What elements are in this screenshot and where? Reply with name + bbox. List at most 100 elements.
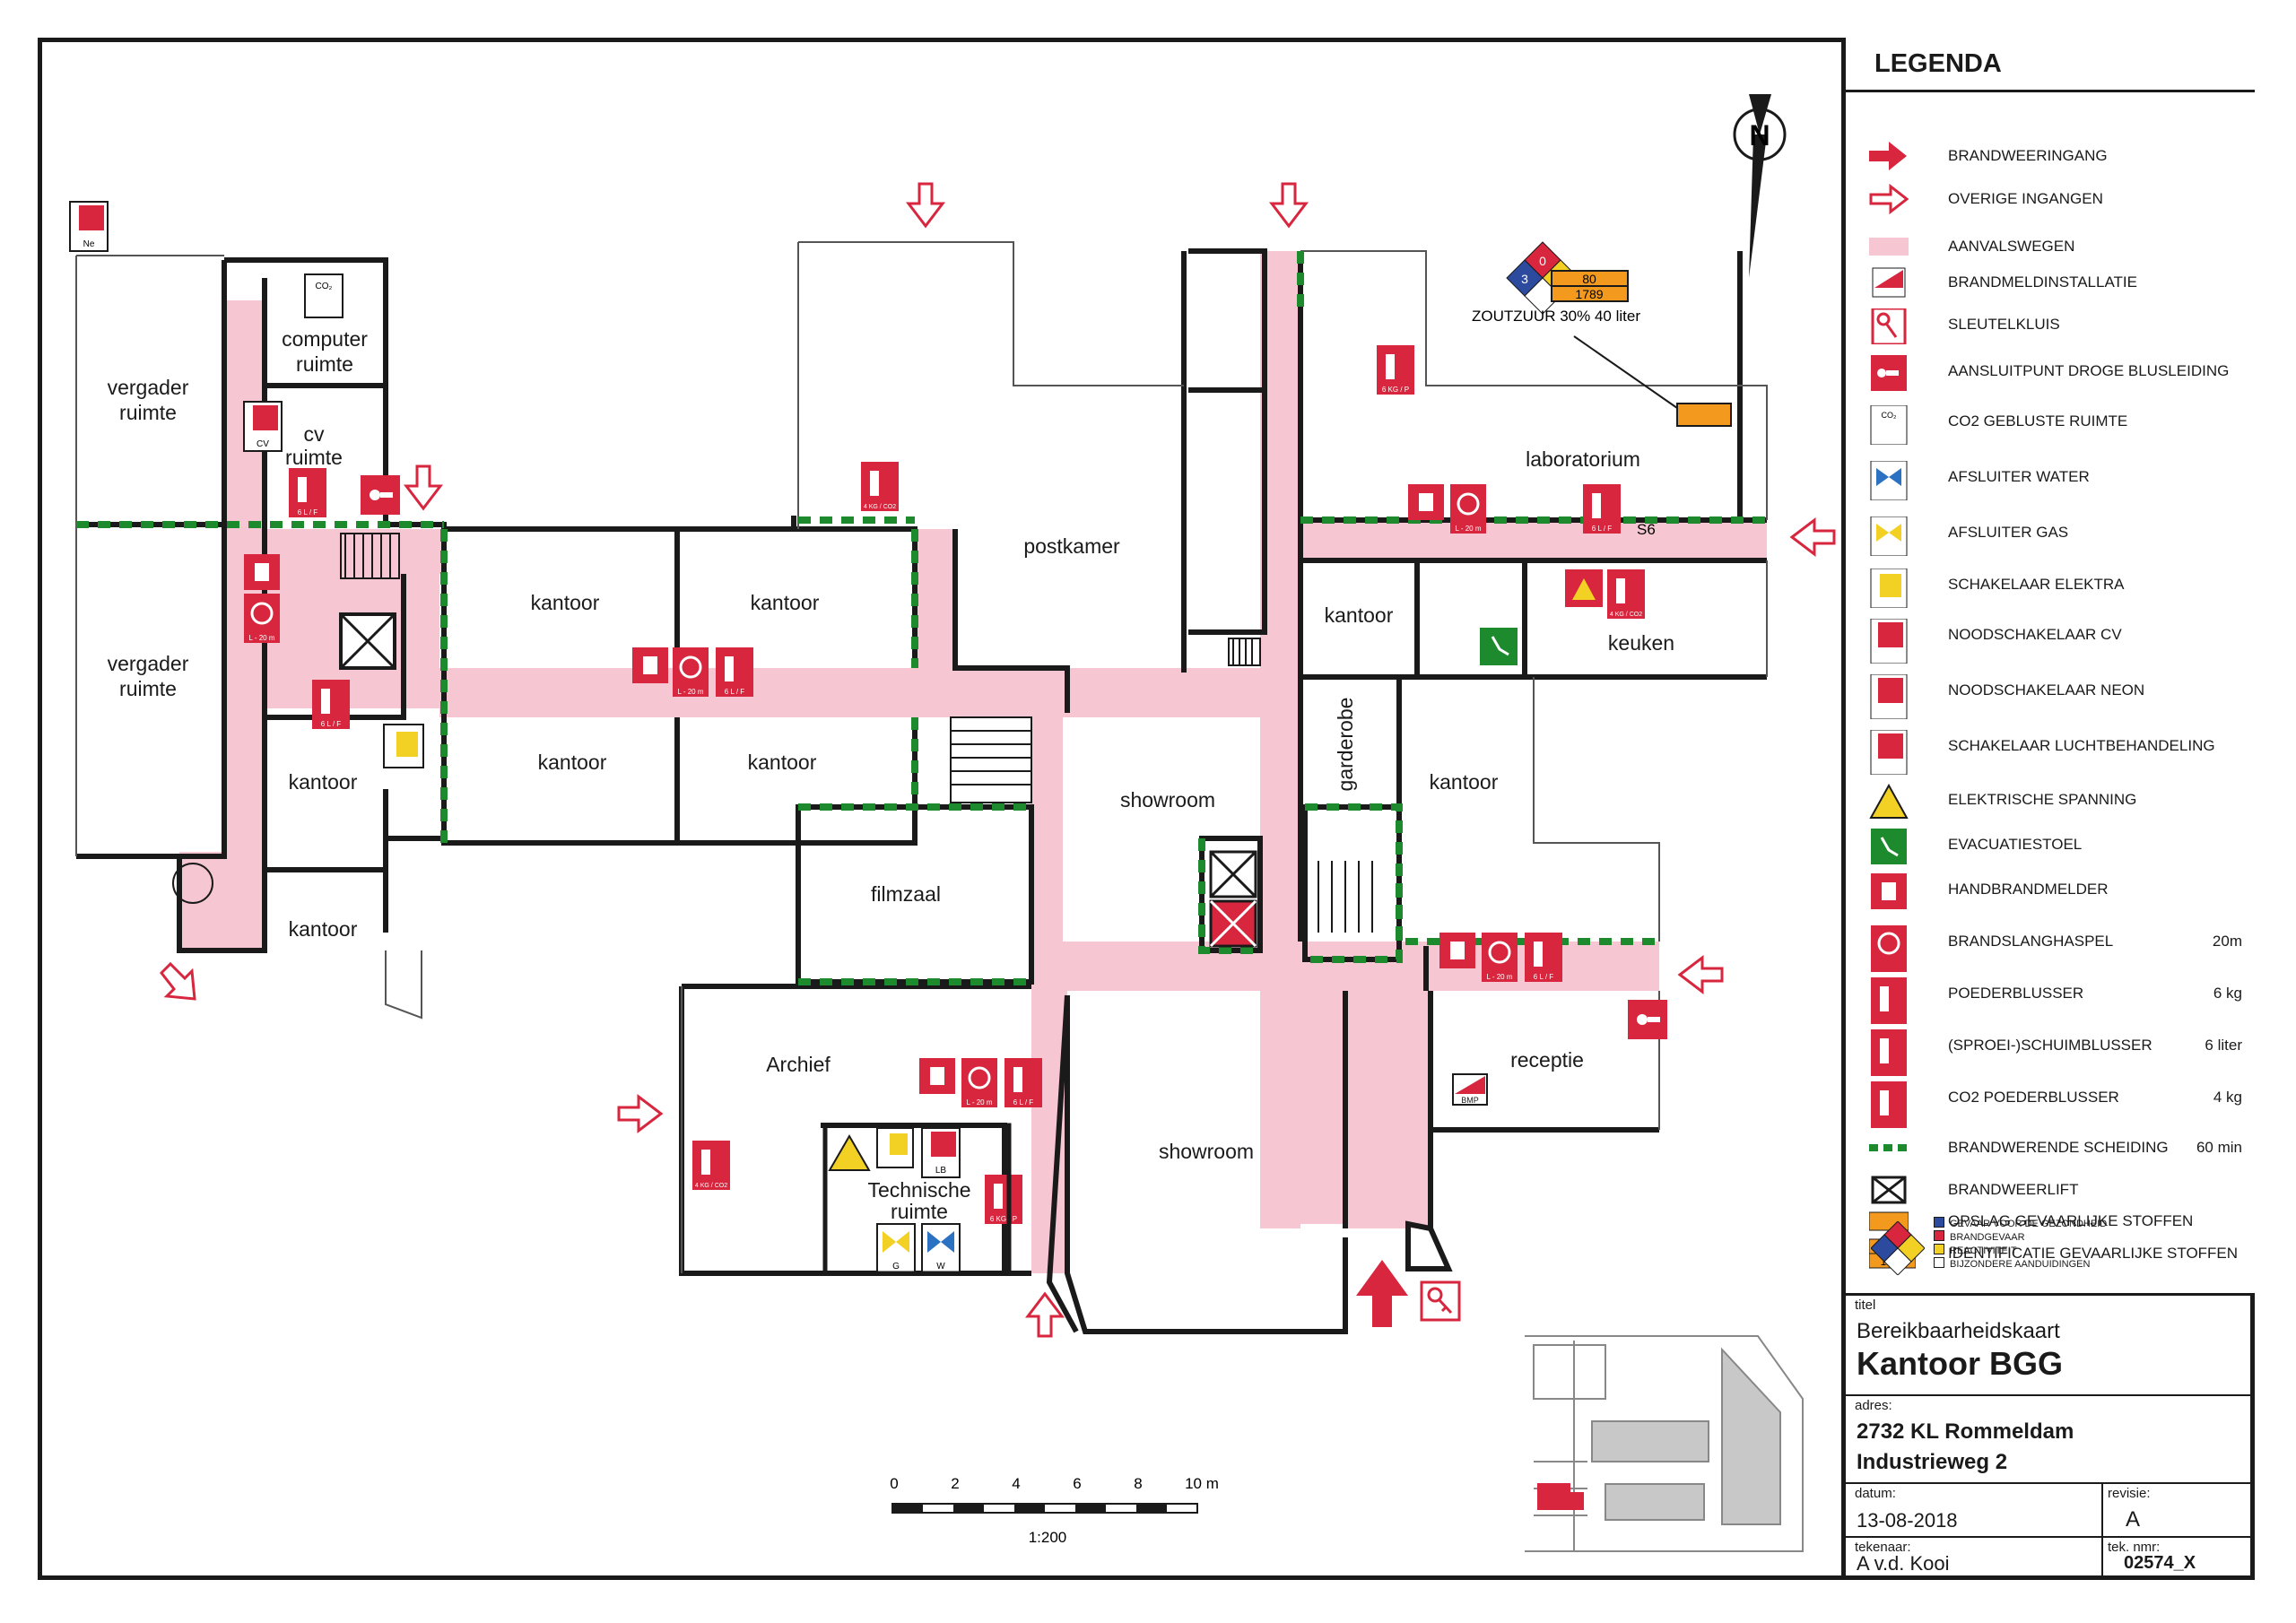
room-kantoor-4: kantoor <box>538 751 607 774</box>
foam-extinguisher-icon: 6 L / F <box>312 680 350 729</box>
svg-text:LB: LB <box>935 1166 947 1176</box>
legend-item: BRANDWEERLIFT <box>1846 1172 2255 1208</box>
neon-emergency-switch-icon <box>1869 673 1909 720</box>
svg-text:6 L / F: 6 L / F <box>725 688 744 696</box>
legend-item-label: BRANDSLANGHASPEL <box>1948 933 2114 950</box>
entrance-right-receptie <box>1677 954 1724 995</box>
svg-text:CO₂: CO₂ <box>316 282 333 291</box>
room-showroom-2: showroom <box>1159 1140 1254 1163</box>
revision-label: revisie: <box>2108 1486 2151 1501</box>
svg-text:0: 0 <box>890 1475 898 1492</box>
manual-call-point-icon <box>632 647 668 683</box>
svg-text:Ne: Ne <box>83 239 95 249</box>
legend-title: LEGENDA <box>1846 38 2255 92</box>
room-kantoor-8: kantoor <box>1430 770 1499 794</box>
date-label: datum: <box>1855 1486 1896 1501</box>
key-safe-icon <box>1420 1280 1461 1322</box>
room-keuken: keuken <box>1608 631 1674 655</box>
legend-item-label: AANVALSWEGEN <box>1948 238 2075 255</box>
legend-item: AANVALSWEGEN <box>1846 229 2255 265</box>
room-filmzaal: filmzaal <box>871 882 941 906</box>
room-kantoor-3: kantoor <box>289 770 358 794</box>
room-vergader-1-line2: ruimte <box>119 401 177 424</box>
nfpa-color-swatch <box>1934 1217 1944 1228</box>
drawing-number-value: 02574_X <box>2124 1553 2196 1573</box>
drafter-label: tekenaar: <box>1855 1540 1911 1555</box>
foam-extinguisher-icon: 6 L / F <box>1525 933 1562 982</box>
foam-extinguisher-icon: 6 L / F <box>716 647 753 697</box>
svg-text:L - 20 m: L - 20 m <box>1455 525 1481 533</box>
entrance-bottom <box>1024 1291 1065 1338</box>
legend-item-label: SCHAKELAAR LUCHTBEHANDELING <box>1948 737 2215 754</box>
svg-text:0: 0 <box>1539 254 1546 268</box>
legend-item-label: BRANDWEERINGANG <box>1948 147 2108 164</box>
legend-item: AANSLUITPUNT DROGE BLUSLEIDING <box>1846 353 2255 391</box>
legend-item-label: AFSLUITER WATER <box>1948 468 2090 485</box>
gas-valve-icon <box>1869 516 1909 557</box>
fire-lift-icon <box>1209 850 1257 948</box>
legend-item: BRANDMELDINSTALLATIE <box>1846 265 2255 300</box>
drawing-number-label: tek. nmr: <box>2108 1540 2161 1555</box>
manual-call-point-icon <box>1869 873 1909 909</box>
dry-riser-icon <box>1628 1000 1667 1039</box>
fire-hose-reel-icon <box>1869 925 1909 972</box>
date-value: 13-08-2018 <box>1857 1509 1958 1532</box>
dry-riser-icon <box>361 475 400 515</box>
fire-hose-reel-icon: L - 20 m <box>244 594 280 643</box>
title-line1: Bereikbaarheidskaart <box>1857 1319 2060 1343</box>
nfpa-key-item: BRANDGEVAAR <box>1934 1230 2107 1244</box>
room-vergader-1-line1: vergader <box>108 376 189 399</box>
room-kantoor-2: kantoor <box>751 591 820 614</box>
drafter-value: A v.d. Kooi <box>1857 1552 1950 1575</box>
entrance-top-2 <box>1268 182 1309 229</box>
legend-item-label: AANSLUITPUNT DROGE BLUSLEIDING <box>1948 362 2230 379</box>
manual-call-point-icon <box>244 554 280 590</box>
electric-switch-icon <box>383 724 424 768</box>
legend-item-label: HANDBRANDMELDER <box>1948 881 2109 898</box>
nfpa-color-swatch <box>1934 1257 1944 1268</box>
room-showroom-1: showroom <box>1120 788 1215 812</box>
room-technische-line2: ruimte <box>891 1200 948 1223</box>
foam-extinguisher-icon: 6 L / F <box>1583 484 1621 534</box>
entrance-right-lab <box>1789 516 1836 558</box>
svg-text:3: 3 <box>1521 272 1528 286</box>
room-garderobe: garderobe <box>1334 698 1357 792</box>
nfpa-key-label: BRANDGEVAAR <box>1950 1232 2025 1243</box>
nfpa-diamond-legend-icon <box>1871 1221 1925 1275</box>
water-valve-icon <box>1869 460 1909 501</box>
other-entrances <box>160 182 1836 1338</box>
room-kantoor-6: kantoor <box>289 917 358 941</box>
legend-item-value: 6 liter <box>2205 1037 2242 1054</box>
room-cv-line1: cv <box>304 422 326 446</box>
electric-voltage-icon <box>828 1134 871 1171</box>
fire-alarm-panel-icon: BMP <box>1452 1073 1488 1106</box>
fire-entrance-arrow-icon <box>1356 1260 1408 1327</box>
room-laboratorium: laboratorium <box>1526 447 1640 471</box>
legend-item-label: NOODSCHAKELAAR CV <box>1948 626 2122 643</box>
legend-item-label: BRANDWERENDE SCHEIDING <box>1948 1139 2169 1156</box>
legend-item: SCHAKELAAR ELEKTRA <box>1846 567 2255 609</box>
svg-text:6 L / F: 6 L / F <box>1592 525 1612 533</box>
address-label: adres: <box>1855 1398 1892 1413</box>
powder-extinguisher-icon <box>1869 977 1909 1024</box>
legend-item: AFSLUITER WATER <box>1846 459 2255 501</box>
legend-item-label: SCHAKELAAR ELEKTRA <box>1948 576 2125 593</box>
fire-alarm-panel-icon <box>1869 266 1909 299</box>
co2-room-icon: CO₂ <box>304 273 344 318</box>
svg-text:10 m: 10 m <box>1185 1475 1219 1492</box>
nfpa-key-item: BIJZONDERE AANDUIDINGEN <box>1934 1257 2107 1271</box>
svg-text:6 L / F: 6 L / F <box>321 720 341 728</box>
room-cv-line2: ruimte <box>285 446 343 469</box>
hazard-id-plate-icon: 80 1789 <box>1551 270 1629 302</box>
address-line1: 2732 KL Rommeldam <box>1857 1419 2074 1444</box>
legend-item: EVACUATIESTOEL <box>1846 827 2255 864</box>
co2-extinguisher-icon: 4 KG / CO2 <box>692 1141 730 1190</box>
fire-hose-reel-icon: L - 20 m <box>1450 484 1486 534</box>
foam-extinguisher-icon: 6 L / F <box>1004 1058 1042 1107</box>
nfpa-key-label: BIJZONDERE AANDUIDINGEN <box>1950 1259 2091 1270</box>
svg-text:G: G <box>892 1262 900 1271</box>
